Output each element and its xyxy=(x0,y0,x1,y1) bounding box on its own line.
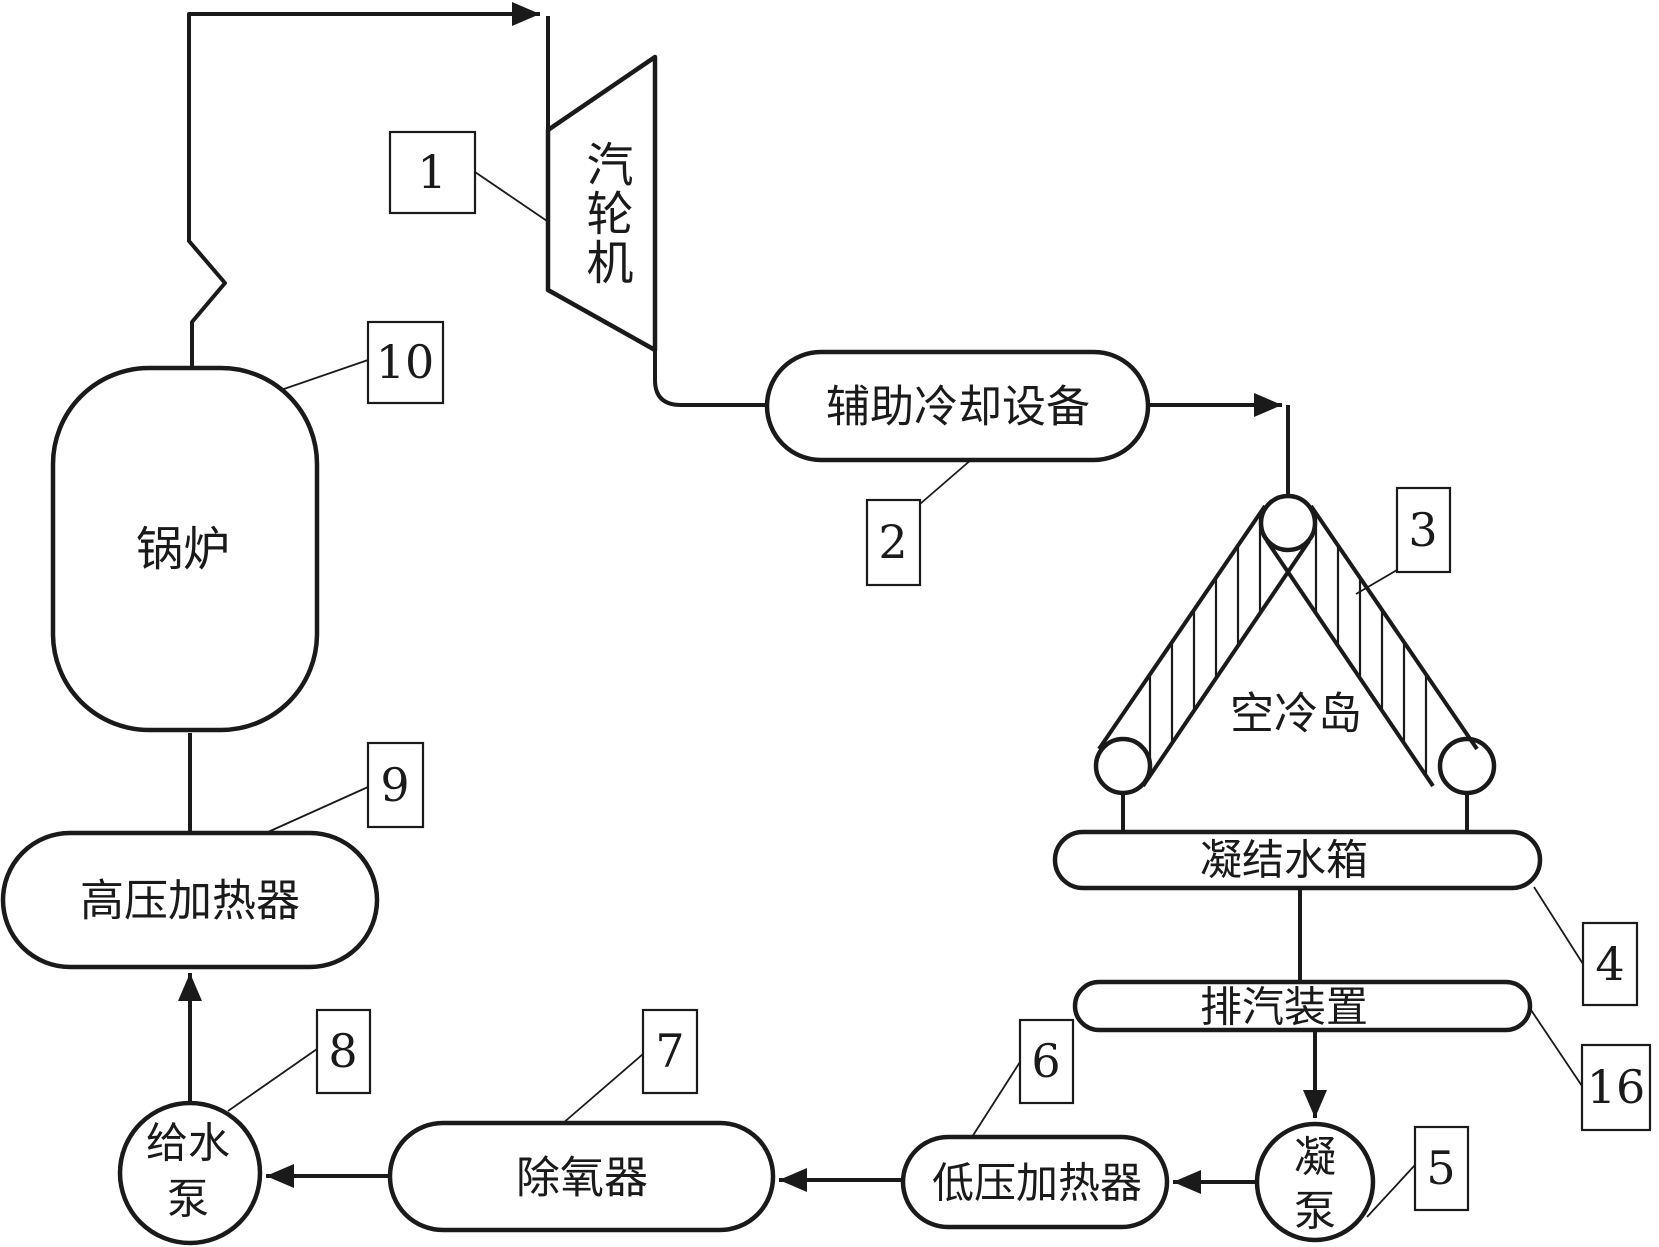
island-left-belt-lower-edge xyxy=(1143,541,1309,786)
turbine-label-char-2: 轮 xyxy=(587,188,634,243)
feed-pump-label-line1: 给水 xyxy=(146,1119,230,1168)
ref-callout-2: 2 xyxy=(867,459,972,585)
ref-leader-6 xyxy=(972,1062,1020,1137)
ref-callout-10: 10 xyxy=(281,322,443,403)
ref-number-2: 2 xyxy=(878,515,907,569)
ref-number-8: 8 xyxy=(328,1024,357,1078)
ref-callout-1: 1 xyxy=(390,132,547,221)
ref-leader-7 xyxy=(562,1054,643,1124)
ref-callout-8: 8 xyxy=(228,1010,370,1111)
ref-callout-5: 5 xyxy=(1367,1127,1468,1217)
condensate-pump-label-line1: 凝 xyxy=(1294,1133,1336,1182)
ref-callout-9: 9 xyxy=(268,743,423,832)
ref-number-4: 4 xyxy=(1595,937,1624,991)
ref-leader-10 xyxy=(281,360,368,390)
ref-number-5: 5 xyxy=(1426,1141,1455,1195)
island-left-roller xyxy=(1096,739,1150,793)
ref-callout-7: 7 xyxy=(562,1010,697,1124)
ref-callout-16: 16 xyxy=(1529,1007,1650,1130)
steam-line-boiler-to-turbine xyxy=(189,14,540,367)
island-right-roller xyxy=(1440,739,1494,793)
lp-heater-label: 低压加热器 xyxy=(932,1159,1142,1208)
feed-pump-label-line2: 泵 xyxy=(167,1175,209,1224)
turbine-label-char-1: 汽 xyxy=(587,139,634,194)
island-right-belt-lower-edge xyxy=(1267,541,1433,786)
ref-number-1: 1 xyxy=(417,145,446,199)
island-apex-roller xyxy=(1261,496,1315,550)
ref-leader-9 xyxy=(268,787,368,832)
ref-callout-4: 4 xyxy=(1534,887,1637,1005)
ref-leader-4 xyxy=(1534,887,1583,964)
ref-callout-6: 6 xyxy=(972,1020,1073,1137)
condensate-tank-label: 凝结水箱 xyxy=(1200,836,1368,885)
ref-number-9: 9 xyxy=(380,758,409,812)
ref-leader-2 xyxy=(920,459,972,504)
ref-number-7: 7 xyxy=(655,1024,684,1078)
turbine-outlet-pipe xyxy=(655,350,767,405)
ref-leader-16 xyxy=(1529,1007,1582,1086)
exhaust-device-label: 排汽装置 xyxy=(1200,983,1368,1032)
boiler-label: 锅炉 xyxy=(136,523,230,578)
ref-leader-1 xyxy=(475,172,547,221)
deaerator-label: 除氧器 xyxy=(516,1153,648,1204)
condensate-pump-label-line2: 泵 xyxy=(1294,1187,1336,1236)
air-cool-island-label: 空冷岛 xyxy=(1230,689,1362,740)
hp-heater-label: 高压加热器 xyxy=(80,876,300,927)
ref-number-3: 3 xyxy=(1408,503,1437,557)
ref-number-16: 16 xyxy=(1587,1060,1646,1114)
ref-number-10: 10 xyxy=(376,335,435,389)
ref-number-6: 6 xyxy=(1031,1034,1060,1088)
ref-callout-3: 3 xyxy=(1356,488,1450,594)
turbine-label-char-3: 机 xyxy=(587,237,634,292)
ref-leader-8 xyxy=(228,1049,317,1111)
aux-cooling-label: 辅助冷却设备 xyxy=(826,382,1090,433)
